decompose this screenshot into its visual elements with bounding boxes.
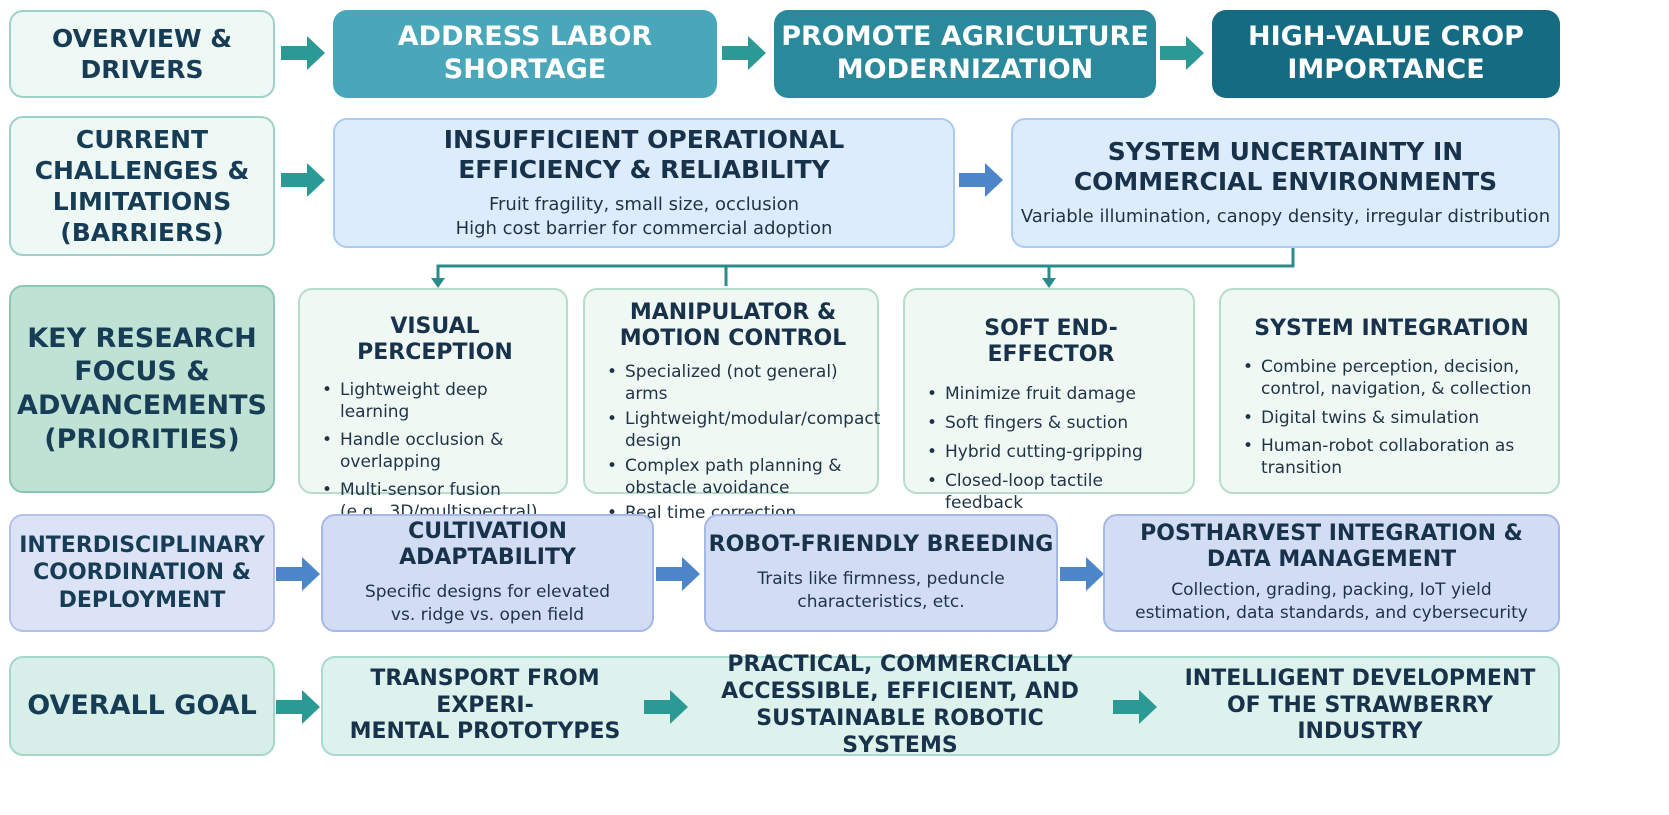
focus-card-manipulator: MANIPULATOR & MOTION CONTROL Specialized…: [583, 288, 880, 525]
bullet-item: Complex path planning & obstacle avoidan…: [603, 455, 863, 499]
arrow-right-icon: [276, 690, 320, 724]
bullet-item: Human-robot collaboration as transition: [1239, 435, 1544, 479]
focus-card-soft-end-effector: SOFT END-EFFECTOR Minimize fruit damage …: [903, 288, 1195, 513]
card-title: SYSTEM INTEGRATION: [1254, 316, 1529, 341]
arrow-right-icon: [959, 163, 1003, 197]
card-title: SOFT END-EFFECTOR: [984, 316, 1118, 368]
challenge-title: SYSTEM UNCERTAINTY IN COMMERCIAL ENVIRON…: [1073, 136, 1498, 196]
row-label-focus: KEY RESEARCH FOCUS & ADVANCEMENTS (PRIOR…: [9, 285, 275, 493]
row-label-coordination-text: INTERDISCIPLINARY COORDINATION & DEPLOYM…: [19, 532, 265, 613]
card-title: VISUAL PERCEPTION: [357, 314, 513, 366]
challenge-box: INSUFFICIENT OPERATIONAL EFFICIENCY & RE…: [333, 118, 955, 248]
driver-title: ADDRESS LABOR SHORTAGE: [397, 21, 653, 85]
bullet-item: Handle occlusion & overlapping: [318, 429, 552, 473]
coordination-detail: Traits like firmness, peduncle character…: [757, 569, 1005, 613]
arrow-right-icon: [1160, 36, 1204, 70]
arrow-right-icon: [644, 690, 688, 724]
coordination-title: ROBOT-FRIENDLY BREEDING: [708, 531, 1054, 557]
arrow-right-icon: [281, 163, 325, 197]
coordination-detail: Specific designs for elevated vs. ridge …: [364, 582, 611, 626]
bullet-item: Specialized (not general) arms: [603, 361, 863, 405]
bullet-item: Minimize fruit damage: [923, 383, 1179, 405]
bullet-item: Hybrid cutting-gripping: [923, 441, 1179, 463]
goal-step: PRACTICAL, COMMERCIALLY ACCESSIBLE, EFFI…: [700, 652, 1100, 757]
arrow-right-icon: [1060, 557, 1104, 591]
coordination-box: POSTHARVEST INTEGRATION & DATA MANAGEMEN…: [1103, 514, 1560, 632]
bullet-item: Soft fingers & suction: [923, 412, 1179, 434]
goal-step-text: TRANSPORT FROM EXPERI- MENTAL PROTOTYPES: [349, 665, 621, 745]
row-label-goal: OVERALL GOAL: [9, 656, 275, 756]
coordination-title: POSTHARVEST INTEGRATION & DATA MANAGEMEN…: [1140, 520, 1523, 573]
challenge-detail: Fruit fragility, small size, occlusion H…: [455, 193, 833, 239]
arrow-right-icon: [656, 557, 700, 591]
arrow-right-icon: [281, 36, 325, 70]
coordination-box: CULTIVATION ADAPTABILITY Specific design…: [321, 514, 654, 632]
goal-step-text: PRACTICAL, COMMERCIALLY ACCESSIBLE, EFFI…: [721, 652, 1079, 758]
driver-box: ADDRESS LABOR SHORTAGE: [333, 10, 717, 98]
goal-strip: [321, 656, 1560, 756]
row-label-coordination: INTERDISCIPLINARY COORDINATION & DEPLOYM…: [9, 514, 275, 632]
focus-card-visual-perception: VISUAL PERCEPTION Lightweight deep learn…: [298, 288, 568, 522]
focus-card-system-integration: SYSTEM INTEGRATION Combine perception, d…: [1219, 288, 1560, 494]
driver-box: HIGH-VALUE CROP IMPORTANCE: [1212, 10, 1560, 98]
row-label-overview-text: OVERVIEW & DRIVERS: [51, 23, 233, 84]
driver-title: HIGH-VALUE CROP IMPORTANCE: [1248, 21, 1524, 85]
goal-step-text: INTELLIGENT DEVELOPMENT OF THE STRAWBERR…: [1184, 665, 1536, 745]
row-label-challenges: CURRENT CHALLENGES & LIMITATIONS (BARRIE…: [9, 116, 275, 256]
goal-step: TRANSPORT FROM EXPERI- MENTAL PROTOTYPES: [335, 660, 635, 752]
bullet-item: Digital twins & simulation: [1239, 407, 1544, 429]
arrow-right-icon: [276, 557, 320, 591]
row-label-overview: OVERVIEW & DRIVERS: [9, 10, 275, 98]
bullet-item: Closed-loop tactile feedback: [923, 470, 1179, 514]
bullet-item: Lightweight deep learning: [318, 379, 552, 423]
card-title: MANIPULATOR & MOTION CONTROL: [619, 300, 847, 352]
bullet-item: Combine perception, decision, control, n…: [1239, 356, 1544, 400]
row-label-goal-text: OVERALL GOAL: [27, 690, 257, 722]
coordination-title: CULTIVATION ADAPTABILITY: [399, 518, 576, 571]
arrow-right-icon: [1113, 690, 1157, 724]
goal-step: INTELLIGENT DEVELOPMENT OF THE STRAWBERR…: [1170, 660, 1550, 752]
driver-box: PROMOTE AGRICULTURE MODERNIZATION: [774, 10, 1156, 98]
row-label-challenges-text: CURRENT CHALLENGES & LIMITATIONS (BARRIE…: [34, 124, 250, 248]
bullet-item: Lightweight/modular/compact design: [603, 408, 880, 452]
driver-title: PROMOTE AGRICULTURE MODERNIZATION: [781, 21, 1149, 85]
coordination-box: ROBOT-FRIENDLY BREEDING Traits like firm…: [704, 514, 1058, 632]
coordination-detail: Collection, grading, packing, IoT yield …: [1135, 580, 1528, 624]
challenge-box: SYSTEM UNCERTAINTY IN COMMERCIAL ENVIRON…: [1011, 118, 1560, 248]
challenge-title: INSUFFICIENT OPERATIONAL EFFICIENCY & RE…: [443, 124, 845, 184]
challenge-detail: Variable illumination, canopy density, i…: [1020, 205, 1551, 227]
arrow-right-icon: [722, 36, 766, 70]
row-label-focus-text: KEY RESEARCH FOCUS & ADVANCEMENTS (PRIOR…: [17, 322, 267, 455]
